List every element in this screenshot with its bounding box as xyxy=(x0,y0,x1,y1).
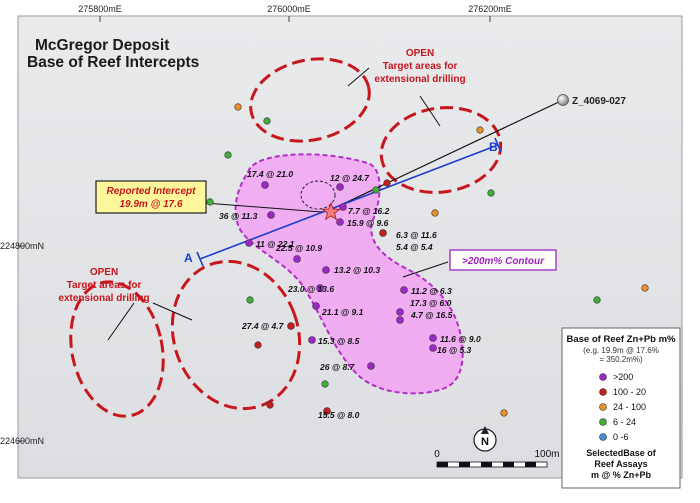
open-label-top-l2: Target areas for xyxy=(383,61,458,72)
intercept-outline xyxy=(300,180,336,210)
intercept-label-9: 22.5 @ 10.9 xyxy=(275,243,322,253)
legend-footer-3: m @ % Zn+Pb xyxy=(591,470,652,480)
drillhole-label: Z_4069-027 xyxy=(572,96,626,107)
map-title-line1: McGregor Deposit xyxy=(35,37,169,54)
legend: Base of Reef Zn+Pb m% (e.g. 19.9m @ 17.6… xyxy=(561,327,681,489)
intercept-label-5: 36 @ 11.3 xyxy=(219,211,258,221)
intercept-label-12: 11.2 @ 6.3 xyxy=(411,286,452,296)
intercept-label-15: 4.7 @ 16.5 xyxy=(410,310,453,320)
section-label-a: A xyxy=(184,251,193,265)
legend-swatch-5 xyxy=(599,433,607,441)
intercept-label-19: 16 @ 5.3 xyxy=(437,345,472,355)
intercept-label-2: 12 @ 24.7 xyxy=(330,173,370,183)
legend-item-4: 6 - 24 xyxy=(613,417,636,427)
open-label-top-l1: OPEN xyxy=(406,48,434,59)
scale-zero: 0 xyxy=(434,449,440,460)
intercept-label-8: 11 @ 22.1 xyxy=(256,239,295,249)
open-target-ellipse-south xyxy=(69,280,165,418)
north-arrow-icon: N xyxy=(473,426,497,452)
intercept-label-7: 5.4 @ 5.4 xyxy=(396,242,433,252)
north-label: N xyxy=(481,436,489,448)
open-label-top-l3: extensional drilling xyxy=(374,74,465,85)
legend-item-3: 24 - 100 xyxy=(613,402,646,412)
intercept-label-6: 6.3 @ 11.6 xyxy=(396,230,437,240)
legend-item-2: 100 - 20 xyxy=(613,387,646,397)
leader-lines xyxy=(107,67,449,341)
map-title-line2: Base of Reef Intercepts xyxy=(27,54,199,71)
assay-dots xyxy=(206,103,649,417)
reported-intercept-line2: 19.9m @ 17.6 xyxy=(119,199,183,210)
intercept-label-10: 13.2 @ 10.3 xyxy=(334,265,380,275)
contour-callout-label: >200m% Contour xyxy=(462,256,545,267)
section-label-b: B xyxy=(489,140,498,154)
intercept-label-16: 27.4 @ 4.7 xyxy=(241,321,285,331)
open-target-ellipse-north xyxy=(249,57,371,143)
easting-label-2: 276000mE xyxy=(267,4,311,14)
intercept-label-13: 17.3 @ 6.0 xyxy=(410,298,452,308)
intercept-label-14: 21.1 @ 9.1 xyxy=(321,307,364,317)
intercept-label-20: 26 @ 8.7 xyxy=(319,362,356,372)
legend-swatch-1 xyxy=(599,373,607,381)
scale-bar: 0 100m xyxy=(434,449,560,468)
contour-200-polygon xyxy=(234,153,464,395)
legend-footer-1: SelectedBase of xyxy=(586,448,657,458)
intercept-label-1: 17.4 @ 21.0 xyxy=(247,169,293,179)
contour-callout-box xyxy=(449,249,557,271)
intercept-label-17: 15.3 @ 8.5 xyxy=(318,336,360,346)
reported-intercept-box xyxy=(95,180,207,214)
legend-item-1: >200 xyxy=(613,372,633,382)
drillhole-trace xyxy=(325,99,564,213)
reported-intercept-star-icon xyxy=(321,201,341,221)
legend-footer-2: Reef Assays xyxy=(594,459,647,469)
open-label-left-l1: OPEN xyxy=(90,267,118,278)
legend-item-5: 0 -6 xyxy=(613,432,629,442)
easting-label-3: 276200mE xyxy=(468,4,512,14)
grid-ticks xyxy=(18,16,491,442)
northing-label-2: 224600mN xyxy=(0,436,44,446)
open-target-ellipse-east xyxy=(379,106,503,194)
legend-title: Base of Reef Zn+Pb m% xyxy=(566,334,676,345)
legend-example-1: (e.g. 19.9m @ 17.6% xyxy=(583,346,659,355)
reported-intercept-line1: Reported Intercept xyxy=(107,186,197,197)
legend-swatch-4 xyxy=(599,418,607,426)
drillhole-collar-icon xyxy=(557,94,569,106)
intercept-label-3: 7.7 @ 16.2 xyxy=(348,206,390,216)
legend-example-2: = 350.2m%) xyxy=(599,355,643,364)
open-label-left-l2: Target areas for xyxy=(67,280,142,291)
easting-label-1: 275800mE xyxy=(78,4,122,14)
open-target-ellipses xyxy=(69,57,503,418)
legend-swatch-2 xyxy=(599,388,607,396)
intercept-label-4: 15.9 @ 9.6 xyxy=(347,218,389,228)
intercept-label-11: 23.0 @ 13.6 xyxy=(287,284,334,294)
open-label-left-l3: extensional drilling xyxy=(58,293,149,304)
northing-label-1: 224800mN xyxy=(0,241,44,251)
intercept-label-18: 11.6 @ 9.0 xyxy=(440,334,481,344)
open-target-ellipse-middle xyxy=(170,259,302,411)
intercept-label-21: 15.5 @ 8.0 xyxy=(318,410,360,420)
scale-end: 100m xyxy=(534,449,559,460)
legend-swatch-3 xyxy=(599,403,607,411)
